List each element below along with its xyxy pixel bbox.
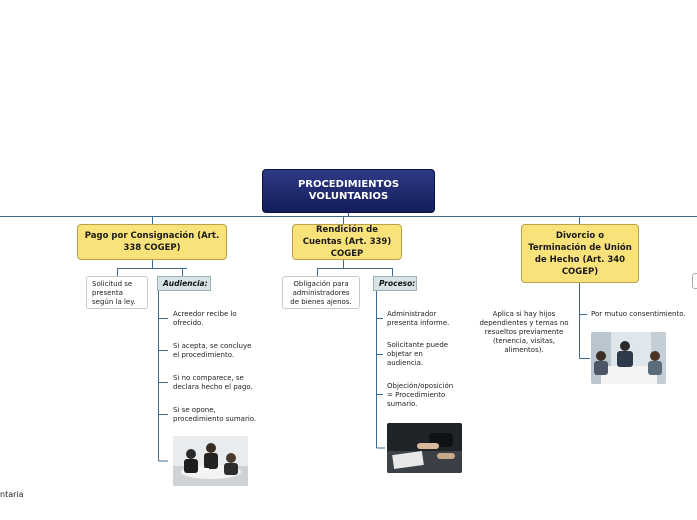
list-item: Acreedor recibe lo ofrecido. bbox=[173, 310, 237, 327]
note-obligacion[interactable]: Obligación para administradores de biene… bbox=[282, 276, 360, 309]
branch-title: Rendición de Cuentas (Art. 339) COGEP bbox=[302, 225, 392, 259]
list-item: Si no comparece, se declara hecho el pag… bbox=[173, 374, 253, 391]
branch-title: Divorcio o Terminación de Unión de Hecho… bbox=[528, 230, 632, 277]
list-item: Solicitante puede objetar en audiencia. bbox=[387, 341, 449, 367]
note-text: Solicitud se presenta según la ley. bbox=[92, 280, 136, 306]
office-photo bbox=[591, 332, 666, 384]
note-solicitud[interactable]: Solicitud se presenta según la ley. bbox=[86, 276, 148, 309]
branch-title: Pago por Consignación (Art. 338 COGEP) bbox=[84, 231, 220, 253]
list-item: Si acepta, se concluye el procedimiento. bbox=[173, 342, 252, 359]
subheading-proceso[interactable]: Proceso: bbox=[373, 276, 417, 291]
root-node[interactable]: PROCEDIMIENTOS VOLUNTARIOS bbox=[262, 169, 435, 213]
root-title: PROCEDIMIENTOS VOLUNTARIOS bbox=[297, 179, 400, 202]
edge-text: ntaria bbox=[0, 490, 24, 499]
note-text: Obligación para administradores de biene… bbox=[290, 280, 352, 306]
subheading-text: Proceso: bbox=[379, 279, 416, 288]
list-item: Administrador presenta informe. bbox=[387, 310, 450, 327]
list-item: Si se opone, procedimiento sumario. bbox=[173, 406, 257, 423]
list-item: Objeción/oposición = Procedimiento sumar… bbox=[387, 382, 454, 408]
list-item: Por mutuo consentimiento. bbox=[591, 310, 686, 318]
branch-pago-consignacion[interactable]: Pago por Consignación (Art. 338 COGEP) bbox=[77, 224, 227, 260]
subheading-audiencia[interactable]: Audiencia: bbox=[157, 276, 211, 291]
branch-divorcio[interactable]: Divorcio o Terminación de Unión de Hecho… bbox=[521, 224, 639, 283]
branch-rendicion-cuentas[interactable]: Rendición de Cuentas (Art. 339) COGEP bbox=[292, 224, 402, 260]
offscreen-node[interactable] bbox=[692, 273, 697, 289]
note-aplica: Aplica si hay hijos dependientes y temas… bbox=[479, 310, 569, 354]
meeting-photo bbox=[173, 436, 248, 486]
subheading-text: Audiencia: bbox=[163, 279, 208, 288]
document-photo bbox=[387, 423, 462, 473]
